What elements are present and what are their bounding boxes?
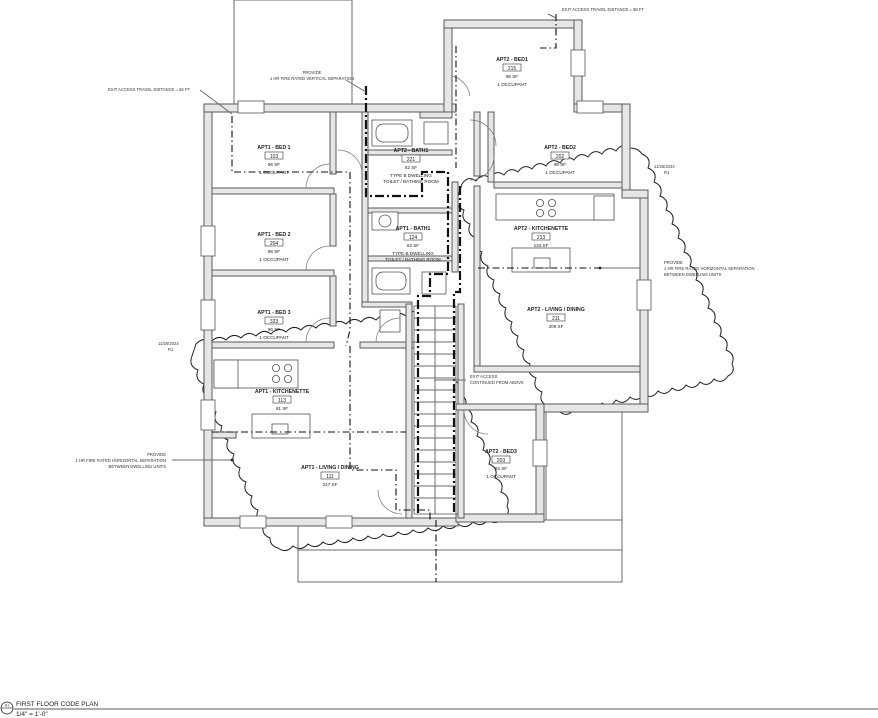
svg-text:1 OCCUPANT: 1 OCCUPANT	[497, 82, 526, 87]
note-exit-access-above-1: EXIT ACCESS	[470, 374, 498, 379]
drawing-title: FIRST FLOOR CODE PLAN	[16, 701, 99, 708]
svg-text:APT1 - KITCHENETTE: APT1 - KITCHENETTE	[255, 389, 310, 395]
room-tag-apt2-bed1: APT2 - BED1 215 96 SF 1 OCCUPANT	[496, 57, 528, 87]
revision-number-left: R1	[168, 347, 174, 352]
note-horiz-sep-left-2: 1 HR FIRE RATED HORIZONTAL SEPARATION	[75, 458, 166, 463]
note-vertical-sep-2: 1 HR FIRE RATED VERTICAL SEPARATION	[270, 76, 354, 81]
svg-text:APT1 - BED 1: APT1 - BED 1	[257, 145, 290, 151]
room-tag-apt2-living-dining: APT2 - LIVING / DINING 211 209 SF	[527, 307, 585, 329]
svg-text:TOILET / BATHING ROOM: TOILET / BATHING ROOM	[383, 179, 439, 184]
svg-text:APT2 - BATH1: APT2 - BATH1	[394, 148, 429, 154]
room-tag-apt1-bed2: APT1 - BED 2 204 98 SF 1 OCCUPANT	[257, 232, 290, 262]
revision-tags: 11/25/2024 R1 11/25/2024 R1	[158, 164, 675, 352]
stair	[413, 305, 457, 515]
room-tag-apt2-bath1: APT2 - BATH1 221 62 SF TYPE B DWELLING T…	[383, 148, 439, 184]
svg-text:113: 113	[278, 398, 286, 404]
room-tag-apt1-bed1: APT1 - BED 1 103 96 SF 1 OCCUPANT	[257, 145, 290, 175]
note-horiz-sep-right-3: BETWEEN DWELLING UNITS	[664, 272, 722, 277]
svg-text:209 SF: 209 SF	[549, 324, 564, 329]
note-horiz-sep-left-3: BETWEEN DWELLING UNITS	[109, 464, 167, 469]
svg-text:213: 213	[537, 235, 546, 241]
svg-text:96 SF: 96 SF	[268, 327, 280, 332]
svg-text:98 SF: 98 SF	[268, 249, 280, 254]
svg-text:217 SF: 217 SF	[323, 482, 338, 487]
svg-text:TOILET / BATHING ROOM: TOILET / BATHING ROOM	[385, 257, 441, 262]
svg-text:221: 221	[407, 157, 416, 163]
svg-text:APT1 - LIVING / DINING: APT1 - LIVING / DINING	[301, 465, 359, 471]
svg-text:215: 215	[508, 66, 517, 72]
note-exit-travel-left: EXIT ACCESS TRAVEL DISTANCE = 84 FT	[108, 87, 190, 92]
revision-date-right: 11/25/2024	[654, 164, 675, 169]
svg-text:APT2 - BED2: APT2 - BED2	[544, 145, 576, 151]
svg-text:103: 103	[270, 154, 279, 160]
svg-text:93 SF: 93 SF	[495, 466, 507, 471]
interior-walls	[211, 111, 641, 519]
notes: EXIT ACCESS TRAVEL DISTANCE = 88 FT EXIT…	[75, 7, 754, 469]
svg-text:TYPE B DWELLING: TYPE B DWELLING	[390, 173, 432, 178]
room-tag-apt2-kitchenette: APT2 - KITCHENETTE 213 134 SF	[514, 226, 569, 248]
fire-separation-lines	[364, 86, 462, 514]
svg-text:APT1 - BATH1: APT1 - BATH1	[396, 226, 431, 232]
room-tag-apt2-bed2: APT2 - BED2 202 96 SF 1 OCCUPANT	[544, 145, 576, 175]
revision-cloud-right	[456, 145, 734, 415]
svg-text:APT2 - BED3: APT2 - BED3	[485, 449, 517, 455]
svg-text:1 OCCUPANT: 1 OCCUPANT	[259, 335, 288, 340]
title-block: A1 FIRST FLOOR CODE PLAN 1/4" = 1'-0"	[0, 701, 878, 718]
leader-lines	[172, 13, 640, 462]
svg-text:124: 124	[409, 235, 418, 241]
note-horiz-sep-left-1: PROVIDE	[147, 452, 166, 457]
svg-text:62 SF: 62 SF	[405, 165, 417, 170]
svg-text:1 OCCUPANT: 1 OCCUPANT	[259, 170, 288, 175]
room-tags: APT2 - BED1 215 96 SF 1 OCCUPANT APT1 - …	[255, 57, 585, 487]
svg-text:204: 204	[270, 241, 279, 247]
svg-text:96 SF: 96 SF	[554, 162, 566, 167]
drawing-marker-text: A1	[5, 704, 9, 708]
windows	[200, 49, 652, 529]
svg-text:1 OCCUPANT: 1 OCCUPANT	[486, 474, 515, 479]
svg-text:202: 202	[556, 154, 565, 160]
svg-text:96 SF: 96 SF	[268, 162, 280, 167]
revision-number-right: R1	[664, 170, 670, 175]
svg-text:1 OCCUPANT: 1 OCCUPANT	[545, 170, 574, 175]
svg-text:211: 211	[552, 316, 560, 322]
room-tag-apt1-bed3: APT1 - BED 3 333 96 SF 1 OCCUPANT	[257, 310, 290, 340]
svg-text:TYPE B DWELLING: TYPE B DWELLING	[392, 251, 434, 256]
room-tag-apt1-bath1: APT1 - BATH1 124 62 SF TYPE B DWELLING T…	[385, 226, 441, 262]
note-vertical-sep-1: PROVIDE	[303, 70, 322, 75]
revision-date-left: 11/25/2024	[158, 341, 179, 346]
svg-text:1 OCCUPANT: 1 OCCUPANT	[259, 257, 288, 262]
note-horiz-sep-right-2: 1 HR FIRE RATED HORIZONTAL SEPARATION	[664, 266, 755, 271]
svg-text:96 SF: 96 SF	[506, 74, 518, 79]
svg-text:APT1 - BED 3: APT1 - BED 3	[257, 310, 290, 316]
room-tag-apt1-kitchenette: APT1 - KITCHENETTE 113 91 SF	[255, 389, 310, 411]
svg-text:APT2 - LIVING / DINING: APT2 - LIVING / DINING	[527, 307, 585, 313]
room-tag-apt2-bed3: APT2 - BED3 203 93 SF 1 OCCUPANT	[485, 449, 517, 479]
note-exit-access-above-2: CONTINUED FROM ABOVE	[470, 380, 524, 385]
fixtures	[213, 119, 615, 515]
svg-text:APT2 - KITCHENETTE: APT2 - KITCHENETTE	[514, 226, 569, 232]
svg-text:91 SF: 91 SF	[276, 406, 288, 411]
svg-text:APT2 - BED1: APT2 - BED1	[496, 57, 528, 63]
svg-text:203: 203	[497, 458, 506, 464]
svg-text:APT1 - BED 2: APT1 - BED 2	[257, 232, 290, 238]
door-swings	[305, 75, 497, 515]
svg-text:134 SF: 134 SF	[534, 243, 549, 248]
note-horiz-sep-right-1: PROVIDE	[664, 260, 683, 265]
room-tag-apt1-living-dining: APT1 - LIVING / DINING 111 217 SF	[301, 465, 359, 487]
svg-text:333: 333	[270, 319, 279, 325]
svg-text:111: 111	[326, 474, 334, 480]
note-exit-travel-top: EXIT ACCESS TRAVEL DISTANCE = 88 FT	[562, 7, 644, 12]
svg-text:62 SF: 62 SF	[407, 243, 419, 248]
drawing-scale: 1/4" = 1'-0"	[16, 711, 48, 718]
